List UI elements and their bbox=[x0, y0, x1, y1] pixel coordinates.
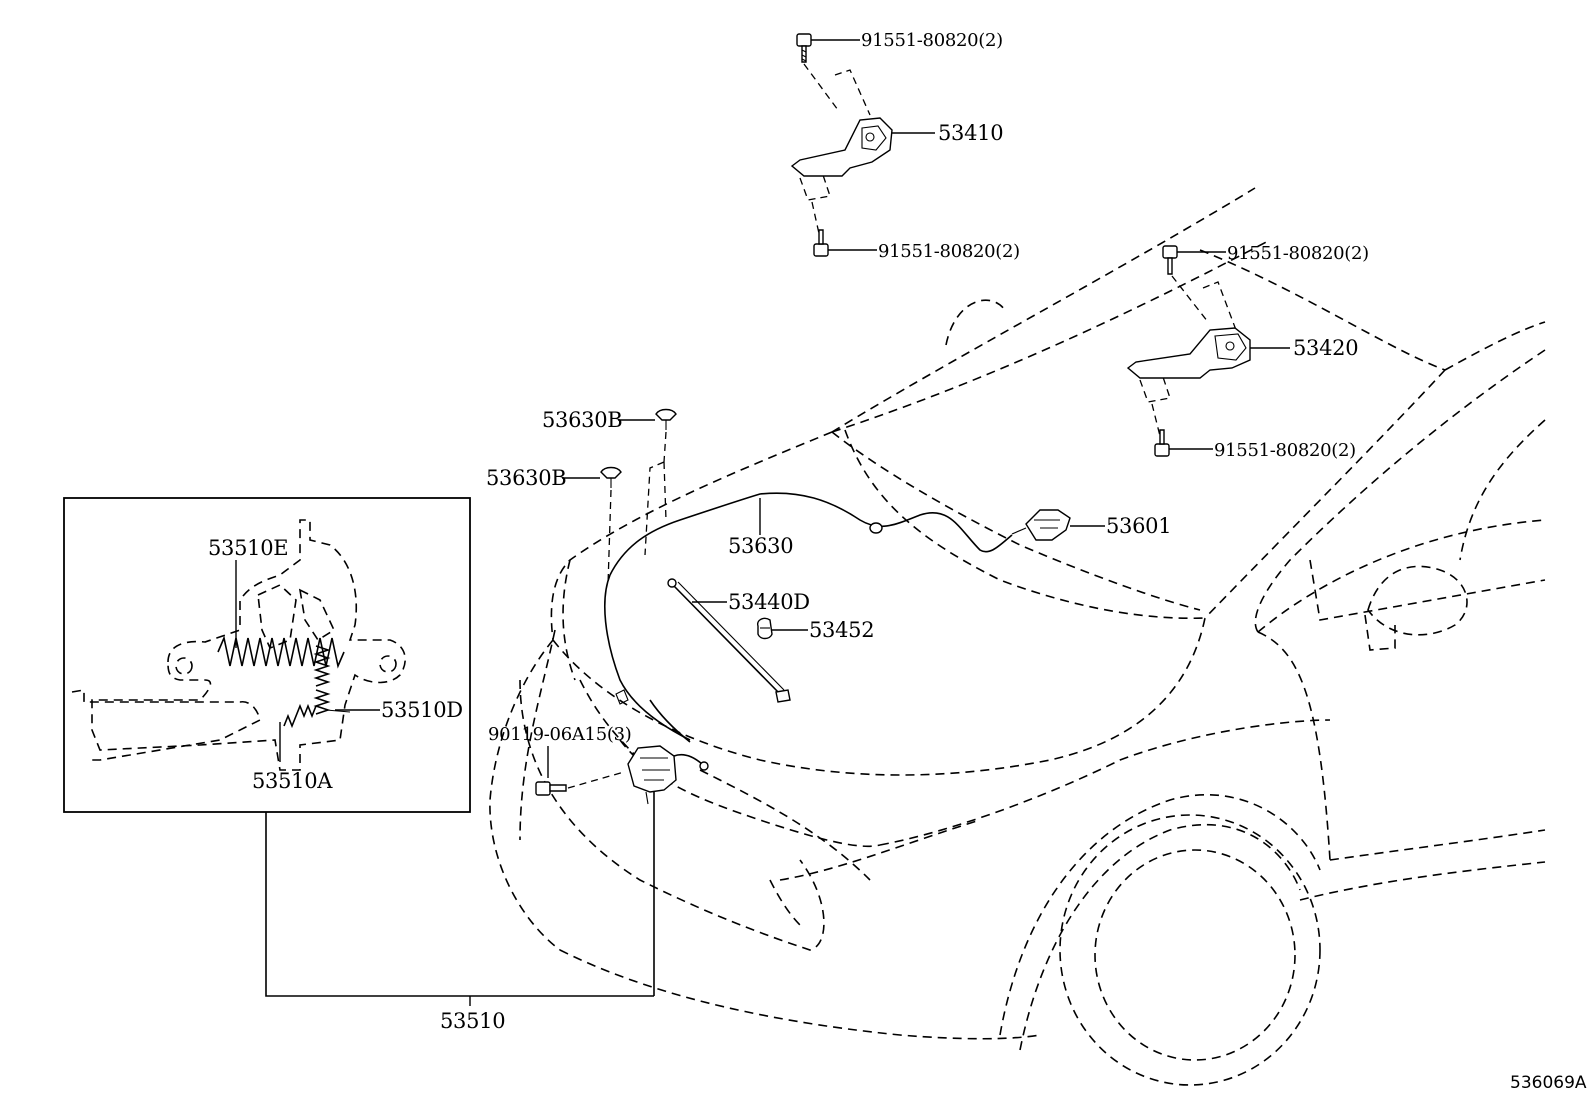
bolt-icon[interactable] bbox=[535, 781, 567, 796]
label-cushion-upper: 53630B bbox=[542, 408, 622, 432]
label-bolt-hinge-rh-upper: 91551-80820(2) bbox=[1227, 243, 1369, 264]
release-lever-icon[interactable] bbox=[1011, 509, 1071, 541]
cushion-icon[interactable] bbox=[655, 408, 677, 431]
label-latch-assy: 53510 bbox=[440, 1009, 505, 1033]
label-hinge-lh: 53410 bbox=[938, 121, 1003, 145]
label-latch-spring-d: 53510D bbox=[381, 698, 463, 722]
diagram-reference-number: 536069A bbox=[1510, 1073, 1587, 1093]
cushion-upper-group bbox=[618, 408, 677, 556]
label-rod-holder: 53452 bbox=[809, 618, 874, 642]
latch-detail-inset bbox=[63, 497, 471, 813]
label-release-lever: 53601 bbox=[1106, 514, 1171, 538]
bolt-icon[interactable] bbox=[813, 229, 829, 257]
label-support-rod: 53440D bbox=[728, 590, 810, 614]
label-latch-bolt: 90119-06A15(3) bbox=[488, 724, 631, 745]
rod-holder-icon[interactable] bbox=[757, 617, 773, 640]
label-release-cable: 53630 bbox=[728, 534, 793, 558]
label-bolt-hinge-rh-lower: 91551-80820(2) bbox=[1214, 440, 1356, 461]
label-hinge-rh: 53420 bbox=[1293, 336, 1358, 360]
hinge-lh-group bbox=[790, 33, 935, 257]
bolt-icon[interactable] bbox=[796, 33, 812, 63]
label-cushion-lower: 53630B bbox=[486, 466, 566, 490]
latch-detail-drawing bbox=[71, 519, 406, 771]
latch-assy-icon[interactable] bbox=[627, 745, 709, 805]
vehicle-outline bbox=[489, 187, 1546, 1086]
latch-assy-bracket bbox=[265, 812, 654, 997]
label-bolt-hinge-lh-lower: 91551-80820(2) bbox=[878, 241, 1020, 262]
bolt-icon[interactable] bbox=[1162, 245, 1178, 275]
hinge-rh-group bbox=[1126, 245, 1290, 457]
label-bolt-hinge-lh-upper: 91551-80820(2) bbox=[861, 30, 1003, 51]
release-cable-icon[interactable] bbox=[604, 492, 1013, 743]
hinge-lh-icon[interactable] bbox=[790, 117, 893, 177]
bolt-icon[interactable] bbox=[1154, 429, 1170, 457]
hinge-rh-icon[interactable] bbox=[1126, 327, 1251, 379]
cushion-lower-group bbox=[562, 466, 622, 586]
label-latch-spring-e: 53510E bbox=[208, 536, 288, 560]
cushion-icon[interactable] bbox=[600, 466, 622, 489]
label-latch-spring-a: 53510A bbox=[252, 769, 333, 793]
support-rod-icon[interactable] bbox=[667, 578, 791, 703]
